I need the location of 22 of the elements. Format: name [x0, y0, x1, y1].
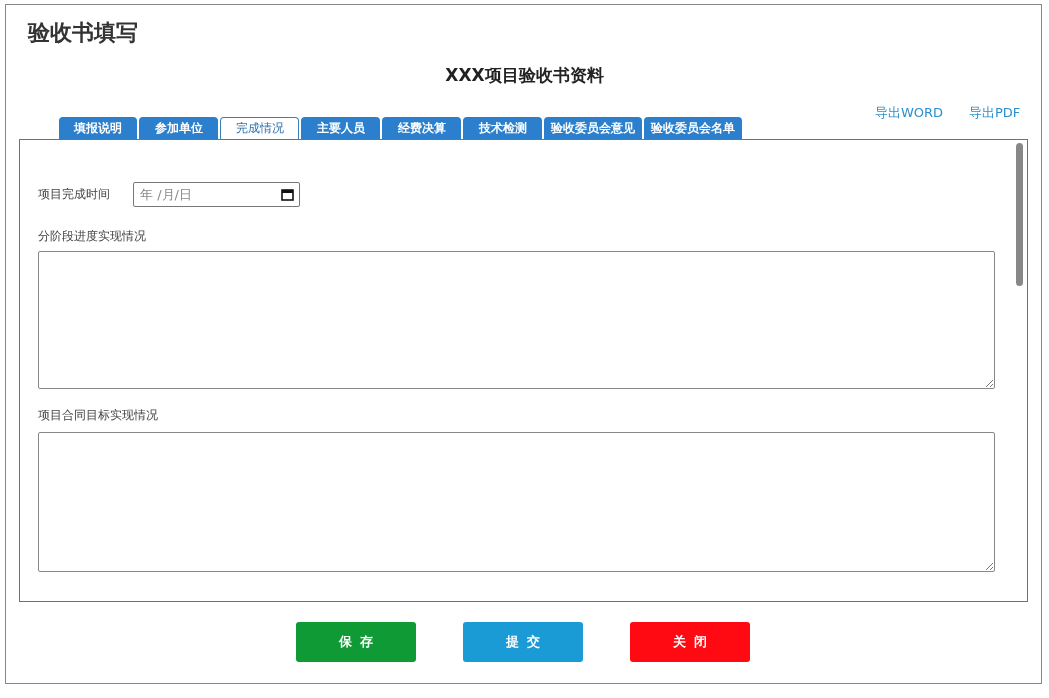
tab: 验收委员会意见	[544, 117, 642, 139]
tab: 填报说明	[59, 117, 137, 139]
text-area	[38, 432, 995, 572]
save-button: 保存	[296, 622, 416, 662]
text-area	[38, 251, 995, 389]
tab: 技术检测	[463, 117, 542, 139]
subtitle: XXX项目验收书资料	[444, 64, 605, 87]
close-button: 关闭	[630, 622, 750, 662]
field-label: 分阶段进度实现情况	[38, 228, 146, 245]
export-link: 导出PDF	[969, 104, 1021, 122]
tab: 经费决算	[382, 117, 461, 139]
tab: 主要人员	[301, 117, 380, 139]
tab: 参加单位	[139, 117, 218, 139]
tab: 完成情况	[220, 117, 299, 140]
tab-panel	[19, 139, 1028, 602]
submit-button: 提交	[463, 622, 583, 662]
tab: 验收委员会名单	[644, 117, 742, 139]
export-link: 导出WORD	[875, 104, 944, 122]
page-title: 验收书填写	[28, 19, 138, 47]
field-label: 项目完成时间	[38, 186, 110, 203]
date-field: 年 /月/日	[133, 182, 300, 207]
field-label: 项目合同目标实现情况	[38, 407, 158, 424]
